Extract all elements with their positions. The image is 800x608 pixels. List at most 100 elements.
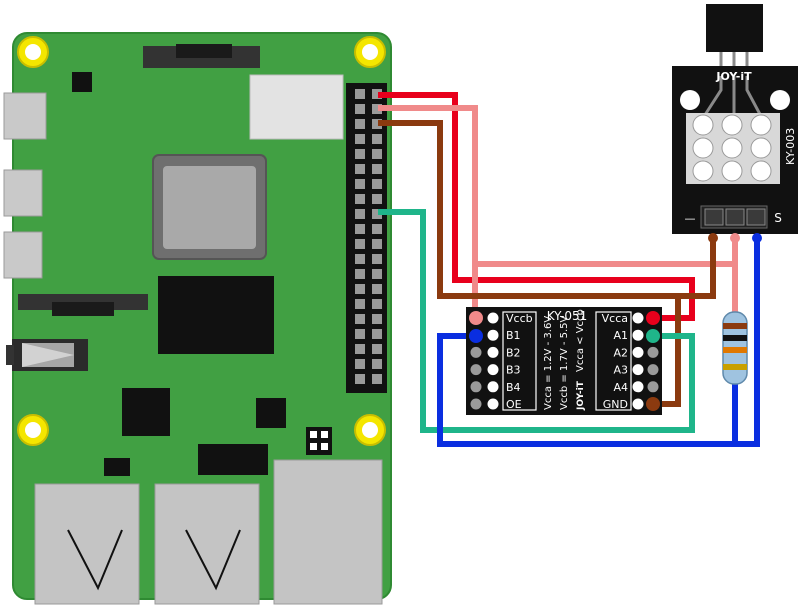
- sensor-pad: [750, 114, 772, 136]
- shifter-pin-inner-left: [487, 329, 499, 341]
- gpio-pin: [372, 104, 382, 114]
- sensor-pad: [721, 160, 743, 182]
- shifter-pin-outer-right: [647, 364, 659, 376]
- sensor-pad: [692, 160, 714, 182]
- gpio-pin: [355, 239, 365, 249]
- sensor-pad: [750, 137, 772, 159]
- small-chip: [72, 72, 92, 92]
- gpio-pin: [355, 299, 365, 309]
- gpio-pin: [372, 134, 382, 144]
- gpio-pin: [355, 164, 365, 174]
- shifter-label-a-side: A2: [613, 346, 628, 359]
- small-chip-2: [256, 398, 286, 428]
- shifter-label-a-side: Vcca: [602, 312, 628, 325]
- shifter-pin-outer-right: [647, 346, 659, 358]
- shifter-label-b-side: B1: [506, 329, 521, 342]
- spec-vccb: Vccb = 1.7V - 5.5V: [559, 315, 570, 410]
- wire-pink: [378, 105, 478, 318]
- sensor-pad: [692, 114, 714, 136]
- gpio-pin: [372, 254, 382, 264]
- shifter-pin-inner-left: [487, 398, 499, 410]
- gpio-pin: [355, 314, 365, 324]
- shifter-label-a-side: A4: [613, 381, 628, 394]
- shifter-label-a-side: GND: [603, 398, 628, 411]
- gpio-pin: [372, 284, 382, 294]
- gpio-pin: [372, 224, 382, 234]
- wireless-module: [249, 74, 344, 140]
- gpio-pin: [355, 359, 365, 369]
- sensor-title: KY-003: [784, 128, 797, 165]
- shifter-pin-inner-left: [487, 346, 499, 358]
- gpio-pin: [372, 119, 382, 129]
- level-shifter-brand: JOY-iT: [576, 380, 586, 411]
- gpio-pin: [372, 149, 382, 159]
- shifter-pin-outer-left: [470, 346, 482, 358]
- gpio-pin: [372, 329, 382, 339]
- gpio-pin: [372, 269, 382, 279]
- gpio-pin: [372, 179, 382, 189]
- left-label-box: [502, 311, 537, 411]
- spec-vcca: Vcca = 1.2V - 3.6V: [543, 316, 554, 410]
- shifter-pin-inner-right: [632, 346, 644, 358]
- shifter-pin-inner-left: [487, 312, 499, 324]
- usb-c-port: [3, 92, 47, 140]
- gpio-pin: [372, 194, 382, 204]
- gpio-pin: [372, 239, 382, 249]
- ethernet-port: [273, 459, 383, 605]
- gpio-pin: [355, 134, 365, 144]
- shifter-label-a-side: A3: [613, 364, 628, 377]
- led-chip: [104, 458, 130, 476]
- gpio-pin: [355, 194, 365, 204]
- sensor-pin-s: S: [774, 211, 782, 225]
- shifter-label-b-side: B2: [506, 346, 521, 359]
- hall-sensor-chip: [706, 4, 763, 52]
- shifter-pin-outer-left: [470, 364, 482, 376]
- wire-brown: [378, 120, 716, 299]
- shifter-pin-outer-right: [647, 381, 659, 393]
- gpio-pin: [372, 314, 382, 324]
- shifter-pin-outer-left: [470, 398, 482, 410]
- gpio-pin: [372, 164, 382, 174]
- sensor-pad: [721, 137, 743, 159]
- spec-relation: Vcca < Vccb: [575, 309, 586, 372]
- wire-blue: [437, 234, 760, 447]
- gpio-pin: [355, 254, 365, 264]
- usb-port-1: [34, 483, 140, 605]
- sensor-pad: [692, 137, 714, 159]
- wire-green: [378, 209, 695, 433]
- pull-up-resistor: [722, 311, 748, 385]
- gpio-pin: [355, 374, 365, 384]
- gpio-pin: [355, 209, 365, 219]
- shifter-label-b-side: B3: [506, 364, 521, 377]
- gpio-pin: [355, 329, 365, 339]
- gpio-pin: [355, 149, 365, 159]
- hall-sensor-module: JOY-iT KY-003 — S: [672, 4, 798, 243]
- sensor-pad: [721, 114, 743, 136]
- wire-pink-sensor: [475, 234, 738, 267]
- shifter-pin-inner-right: [632, 381, 644, 393]
- shifter-pin-inner-right: [632, 312, 644, 324]
- shifter-pin-outer-left: [470, 381, 482, 393]
- sensor-mount-hole-right: [770, 90, 790, 110]
- gpio-pin: [372, 299, 382, 309]
- usb-port-2: [154, 483, 260, 605]
- gpio-header: [346, 83, 387, 393]
- gpio-pin: [355, 119, 365, 129]
- shifter-pin-inner-right: [632, 329, 644, 341]
- wire-end-caps: [469, 311, 660, 411]
- shifter-label-b-side: B4: [506, 381, 521, 394]
- gpio-pin: [355, 269, 365, 279]
- shifter-pin-inner-right: [632, 364, 644, 376]
- shifter-label-b-side: OE: [506, 398, 522, 411]
- gpio-pin: [355, 89, 365, 99]
- wires: [378, 92, 760, 447]
- gpio-pin: [372, 374, 382, 384]
- raspberry-pi-board: [3, 32, 392, 605]
- shifter-pin-inner-left: [487, 364, 499, 376]
- gpio-pin: [372, 359, 382, 369]
- gpio-pin: [355, 179, 365, 189]
- wire-red: [378, 92, 695, 321]
- gpio-pin: [372, 344, 382, 354]
